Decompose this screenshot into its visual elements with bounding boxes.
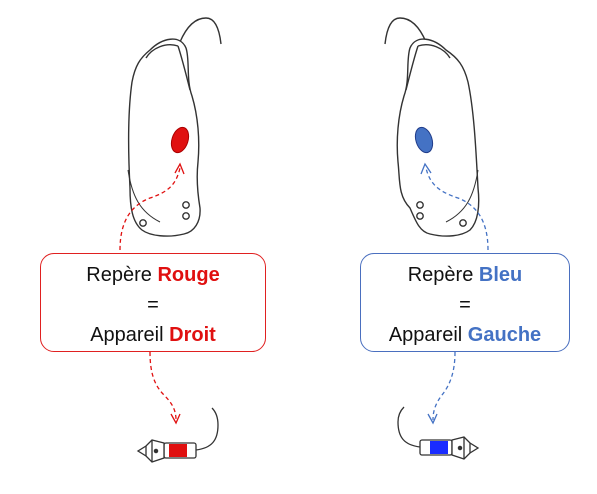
blue-arrow-down <box>432 351 456 421</box>
label-box-right: Repère Rouge = Appareil Droit <box>40 253 266 352</box>
red-arrow-down-head <box>170 413 181 425</box>
right-label-color-word: Rouge <box>157 264 220 286</box>
red-arrow-up-head <box>174 162 185 175</box>
red-arrow-down <box>149 351 177 421</box>
right-device-prefix: Appareil <box>90 324 164 346</box>
left-marker-line: Repère Bleu <box>361 260 569 290</box>
right-equals: = <box>147 294 159 316</box>
hearing-aid-left <box>384 17 480 237</box>
blue-band <box>430 441 448 454</box>
label-box-left: Repère Bleu = Appareil Gauche <box>360 253 570 352</box>
left-label-prefix: Repère <box>407 264 474 286</box>
blue-arrow-up-head <box>420 162 432 175</box>
left-equals: = <box>459 294 471 316</box>
red-arrow-up <box>119 167 181 251</box>
blue-marker <box>414 126 434 154</box>
red-marker <box>170 126 190 154</box>
blue-arrow-down-head <box>427 413 438 425</box>
right-device-side: Droit <box>169 324 216 346</box>
left-device-side: Gauche <box>467 324 542 346</box>
right-label-prefix: Repère <box>86 264 152 286</box>
left-label-color-word: Bleu <box>478 264 523 286</box>
right-marker-line: Repère Rouge <box>41 260 265 290</box>
blue-arrow-up <box>425 167 489 251</box>
left-device-line: Appareil Gauche <box>361 320 569 350</box>
right-device-line: Appareil Droit <box>41 320 265 350</box>
red-band <box>169 444 187 457</box>
hearing-aid-right <box>127 17 222 237</box>
left-device-prefix: Appareil <box>388 324 463 346</box>
